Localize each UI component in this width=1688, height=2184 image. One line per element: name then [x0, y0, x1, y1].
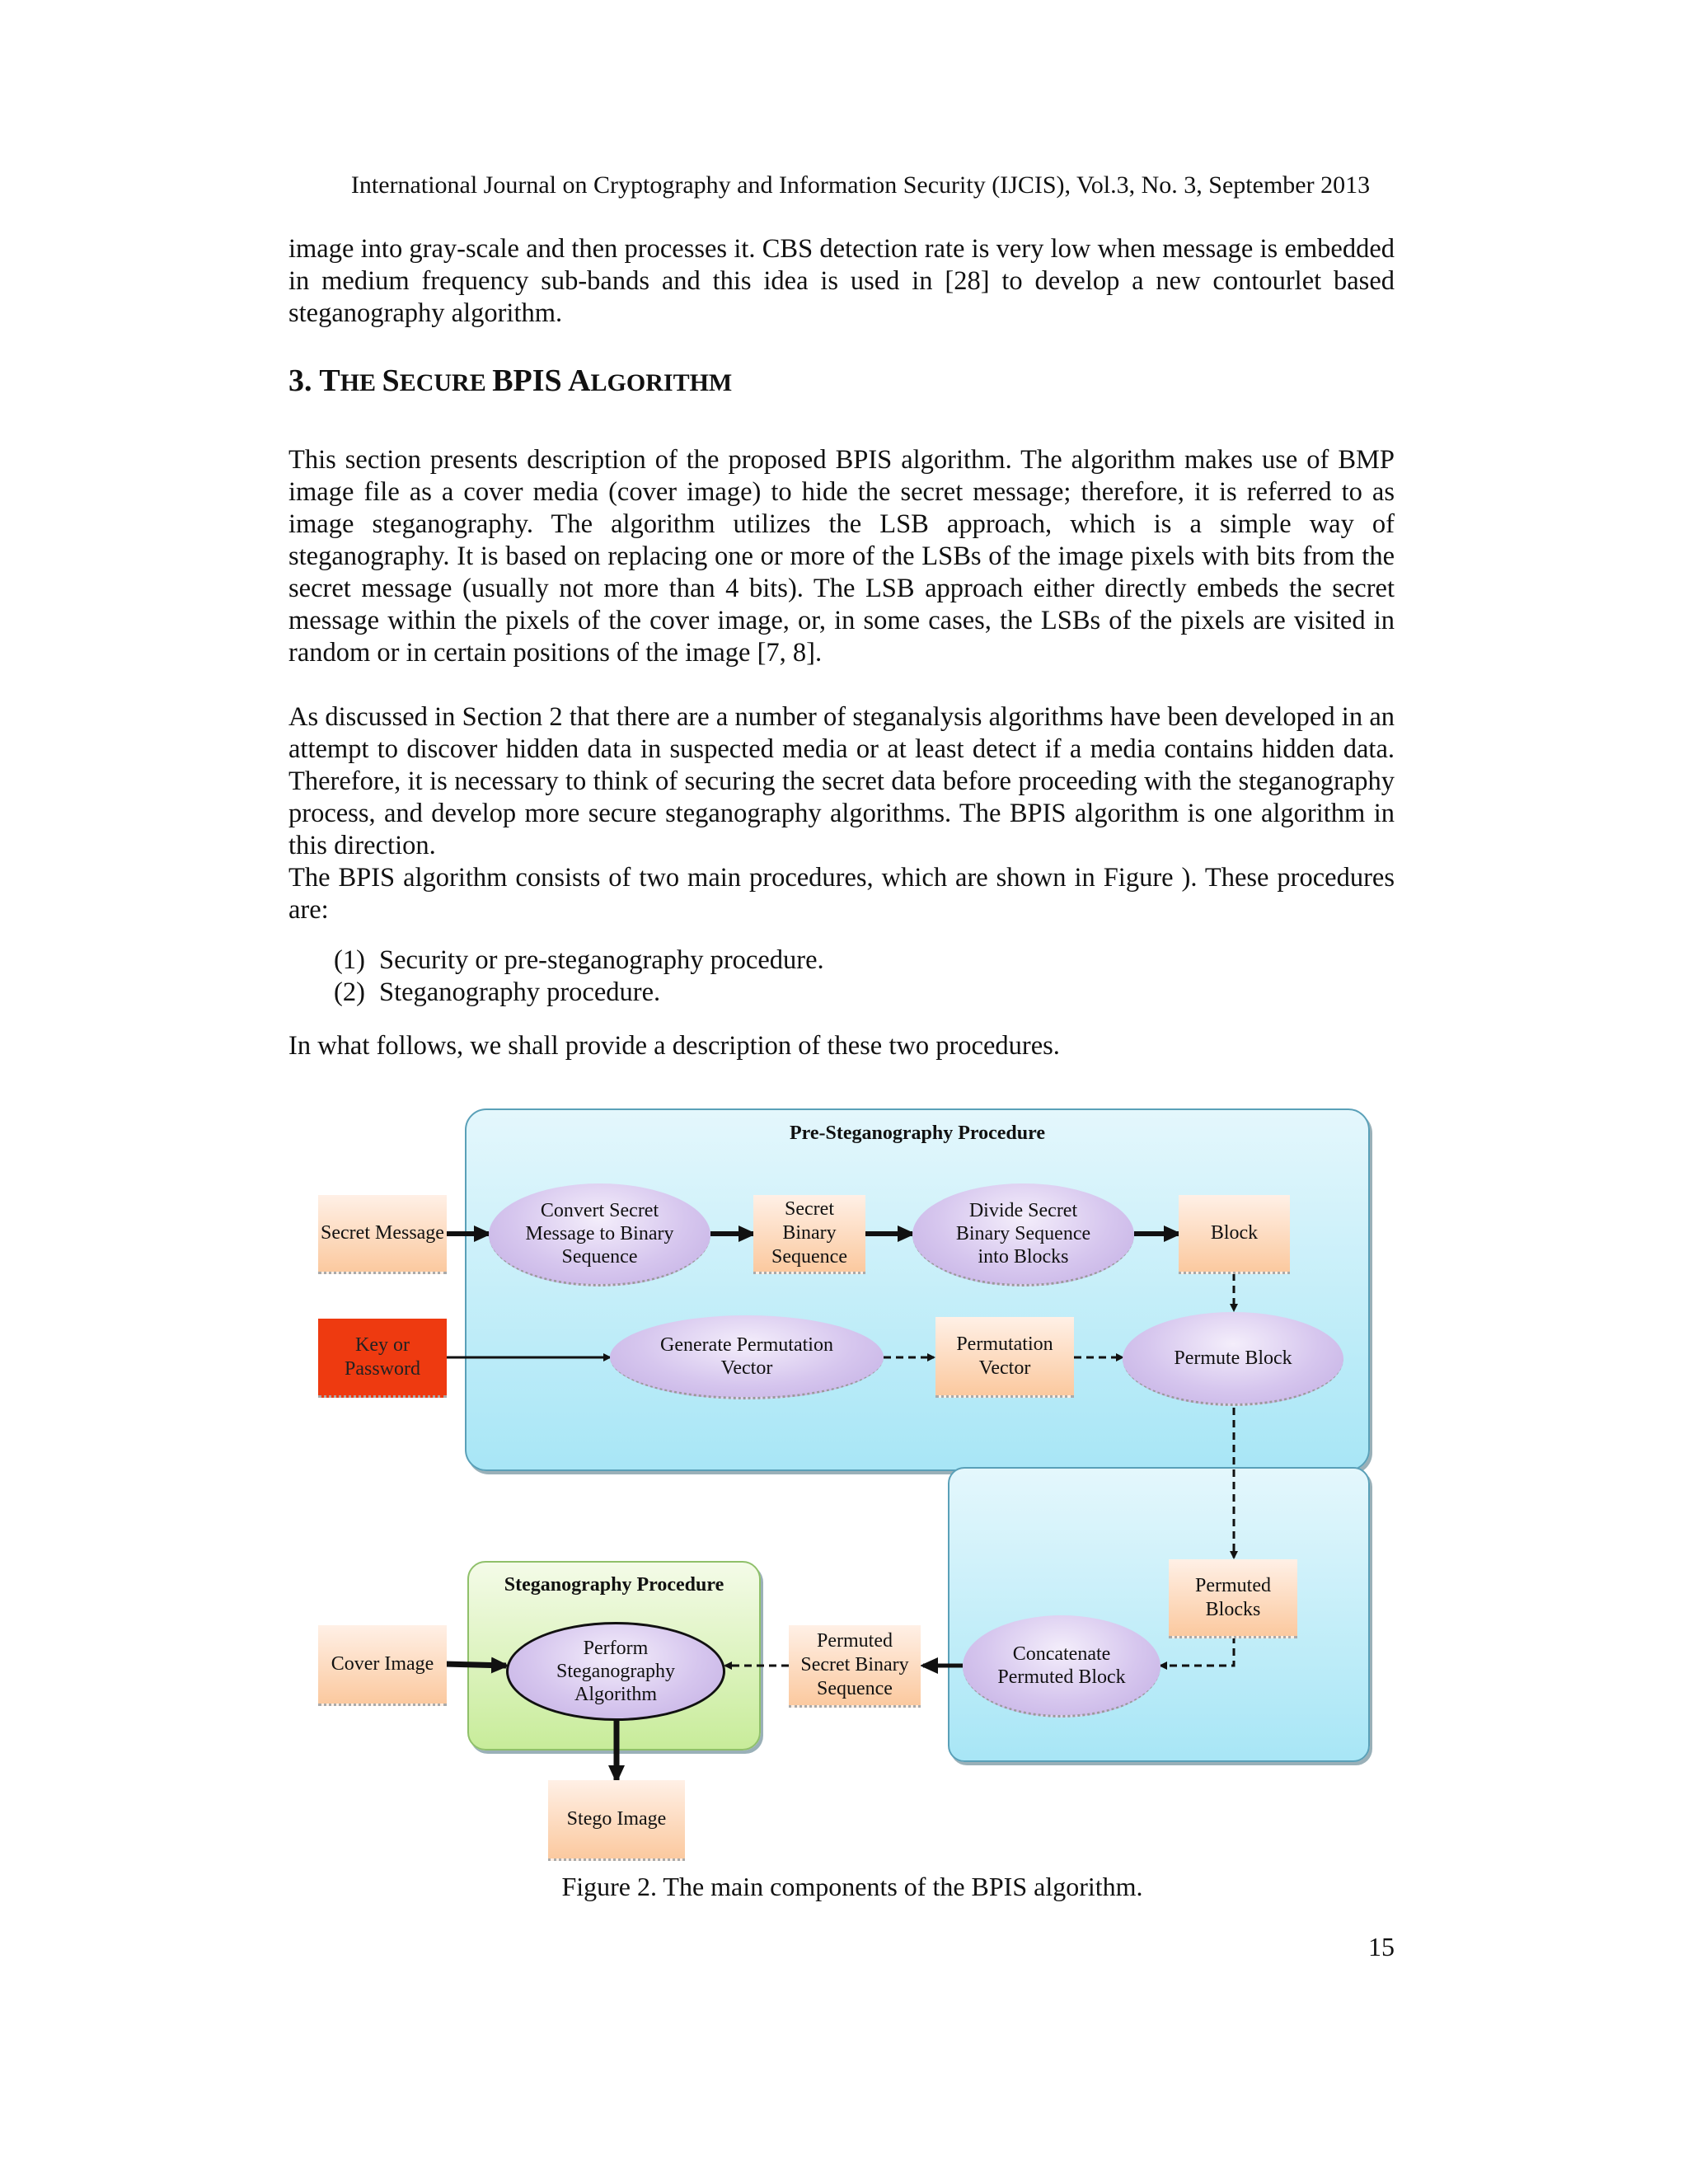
section-number: 3. — [288, 363, 312, 398]
stego-image-node: Stego Image — [548, 1780, 685, 1861]
intro-paragraph: image into gray-scale and then processes… — [288, 234, 1395, 328]
paragraph-3: The BPIS algorithm consists of two main … — [288, 863, 1395, 925]
list-item: (1)Security or pre-steganography procedu… — [334, 945, 824, 975]
secret-binary-sequence-node: Secret Binary Sequence — [753, 1195, 865, 1274]
paragraph-2: As discussed in Section 2 that there are… — [288, 702, 1395, 860]
pre-steganography-title: Pre-Steganography Procedure — [790, 1122, 1045, 1144]
pre-steganography-panel: Pre-Steganography Procedure — [465, 1108, 1370, 1471]
procedures-list: (1)Security or pre-steganography procedu… — [334, 944, 824, 1009]
secret-message-node: Secret Message — [318, 1195, 447, 1274]
convert-to-binary-node: Convert Secret Message to Binary Sequenc… — [489, 1183, 710, 1286]
permuted-blocks-node: Permuted Blocks — [1169, 1559, 1297, 1638]
paragraph-1: This section presents description of the… — [288, 445, 1395, 668]
concatenate-node: Concatenate Permuted Block — [963, 1615, 1160, 1718]
perform-steganography-node: Perform Steganography Algorithm — [506, 1622, 725, 1721]
arrow-permuted-to-concatenate — [1159, 1636, 1236, 1670]
key-or-password-node: Key or Password — [318, 1319, 447, 1398]
list-item: (2)Steganography procedure. — [334, 977, 661, 1007]
paragraph-4: In what follows, we shall provide a desc… — [288, 1031, 1060, 1061]
page-number: 15 — [1368, 1932, 1395, 1961]
concatenation-panel — [948, 1467, 1370, 1762]
steganography-title: Steganography Procedure — [504, 1574, 724, 1596]
divide-into-blocks-node: Divide Secret Binary Sequence into Block… — [912, 1183, 1134, 1286]
block-node: Block — [1179, 1195, 1290, 1274]
running-header: International Journal on Cryptography an… — [350, 171, 1371, 199]
section-heading: 3. THE SECURE BPIS ALGORITHM — [288, 363, 733, 398]
permute-block-node: Permute Block — [1123, 1312, 1343, 1406]
permuted-secret-sequence-node: Permuted Secret Binary Sequence — [789, 1625, 921, 1708]
generate-permutation-vector-node: Generate Permutation Vector — [610, 1315, 884, 1399]
cover-image-node: Cover Image — [318, 1625, 447, 1706]
figure-caption: Figure 2. The main components of the BPI… — [561, 1872, 1143, 1901]
arrow-cover-to-perform — [444, 1657, 509, 1674]
permutation-vector-node: Permutation Vector — [935, 1317, 1074, 1398]
